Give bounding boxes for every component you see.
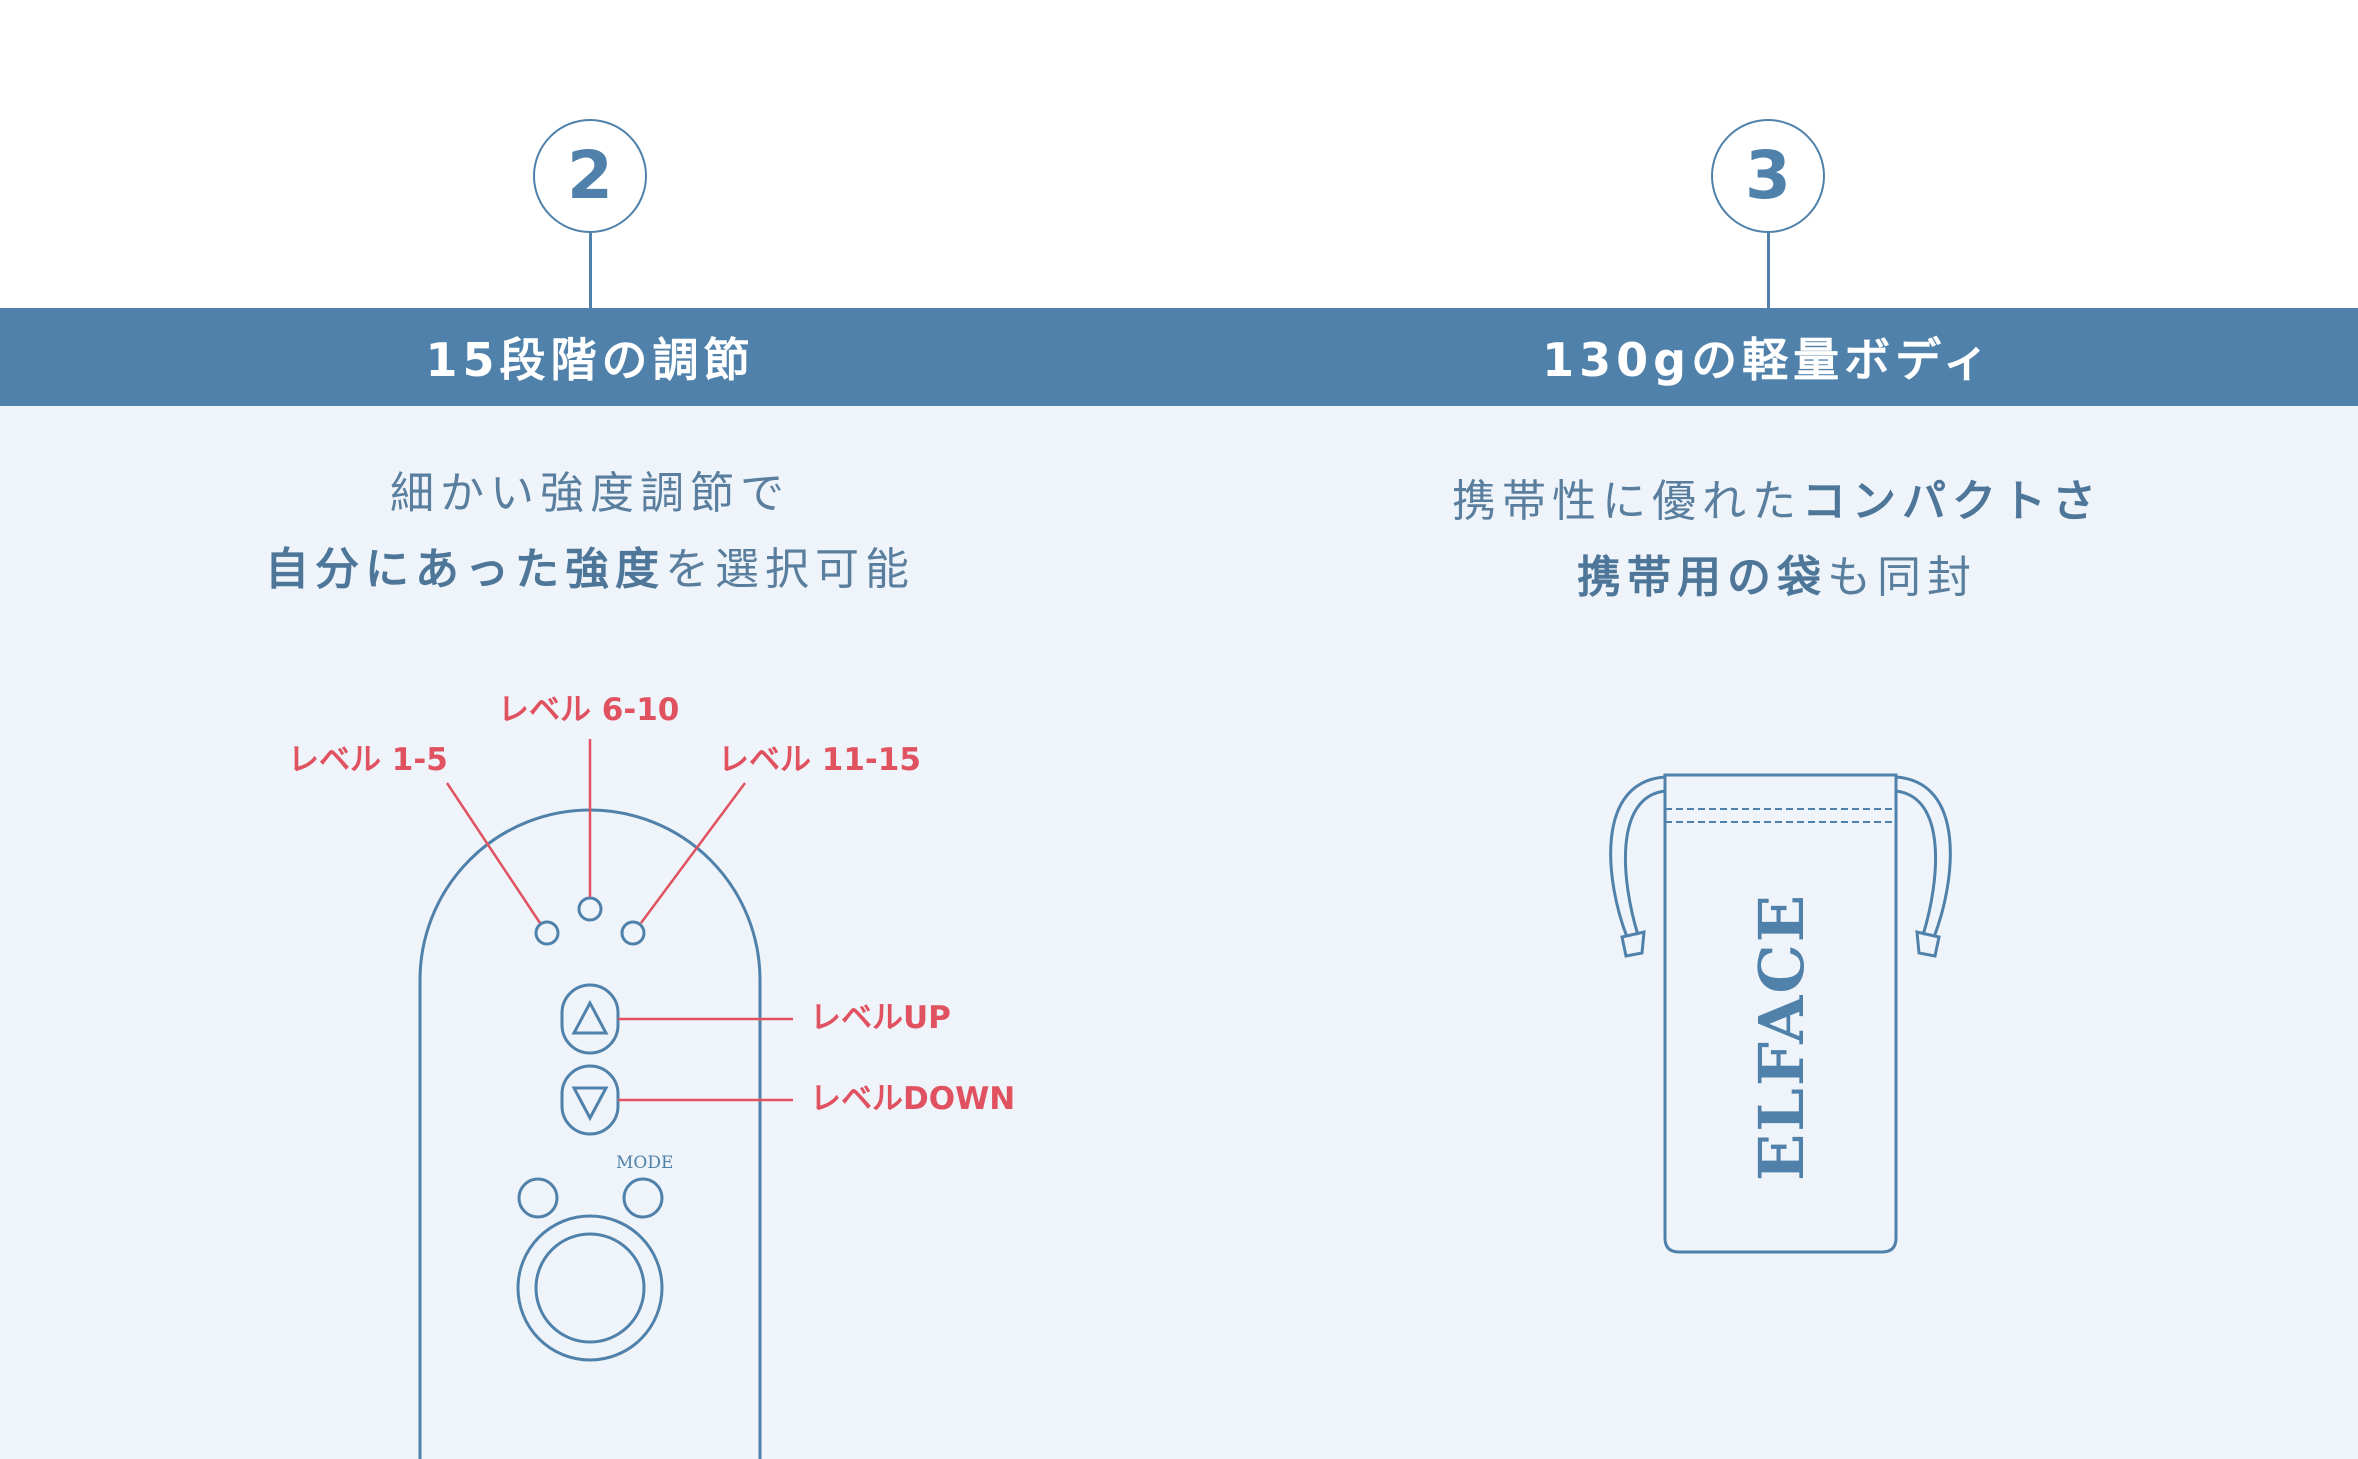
- callout-level-low: レベル 1-5: [288, 742, 448, 778]
- indicator-led-high-icon: [620, 920, 646, 946]
- left-drawstring-inner: [1623, 789, 1666, 936]
- feature-2-description-line2: 自分にあった強度を選択可能: [265, 544, 915, 595]
- pouch-body: [1663, 773, 1898, 1254]
- feature-3-title: 130gの軽量ボディ: [1542, 333, 1994, 387]
- callout-line-level-high: [639, 782, 747, 924]
- level-down-button: [560, 1064, 620, 1136]
- pouch-logo-text: ELFACE: [1745, 893, 1818, 1181]
- feature-2-title: 15段階の調節: [425, 333, 755, 387]
- feature-2-number-stem: [589, 233, 592, 309]
- feature-2-highlight-text: 自分にあった強度: [265, 544, 665, 595]
- callout-level-mid: レベル 6-10: [498, 692, 680, 728]
- triangle-down-icon: [571, 1086, 609, 1122]
- feature-2-description: 細かい強度調節で 自分にあった強度を選択可能: [90, 456, 1090, 608]
- callout-level-up: レベルUP: [810, 1000, 951, 1036]
- feature-3-description-line1: 携帯性に優れたコンパクトさ: [1452, 476, 2102, 527]
- remote-device-icon: [418, 808, 762, 1459]
- right-drawstring-icon: [1895, 775, 1952, 938]
- callout-line-level-low: [445, 782, 542, 924]
- main-button-outer: [516, 1214, 664, 1362]
- left-string-end: [1620, 930, 1646, 958]
- indicator-led-mid-icon: [577, 896, 603, 922]
- feature-2-number-badge: 2: [533, 119, 647, 233]
- feature-3-highlight-text-1: コンパクトさ: [1802, 476, 2102, 527]
- feature-2-number: 2: [567, 137, 613, 214]
- callout-level-high: レベル 11-15: [718, 742, 921, 778]
- feature-3-highlight-text-2: 携帯用の袋: [1577, 552, 1827, 603]
- callout-lines: [445, 739, 793, 1102]
- feature-3-description: 携帯性に優れたコンパクトさ 携帯用の袋も同封: [1277, 464, 2277, 616]
- main-button-inner: [534, 1232, 646, 1344]
- left-small-button: [517, 1177, 559, 1219]
- mode-button: [622, 1177, 664, 1219]
- title-band: [0, 308, 2358, 406]
- right-drawstring-inner: [1895, 789, 1938, 936]
- feature-3-description-line2: 携帯用の袋も同封: [1577, 552, 1977, 603]
- mode-label: MODE: [616, 1153, 674, 1173]
- left-drawstring-icon: [1609, 775, 1666, 938]
- feature-3-number: 3: [1745, 137, 1791, 214]
- feature-2-description-line1: 細かい強度調節で: [390, 468, 790, 519]
- level-up-button: [560, 983, 620, 1055]
- right-string-end: [1915, 930, 1941, 958]
- callout-level-down: レベルDOWN: [810, 1081, 1016, 1117]
- feature-3-number-stem: [1767, 233, 1770, 309]
- content-area: [0, 406, 2358, 1459]
- indicator-led-low-icon: [534, 920, 560, 946]
- feature-3-number-badge: 3: [1711, 119, 1825, 233]
- triangle-up-icon: [571, 999, 609, 1035]
- top-area: [0, 0, 2358, 308]
- drawstring-pouch-icon: [1609, 773, 1952, 1254]
